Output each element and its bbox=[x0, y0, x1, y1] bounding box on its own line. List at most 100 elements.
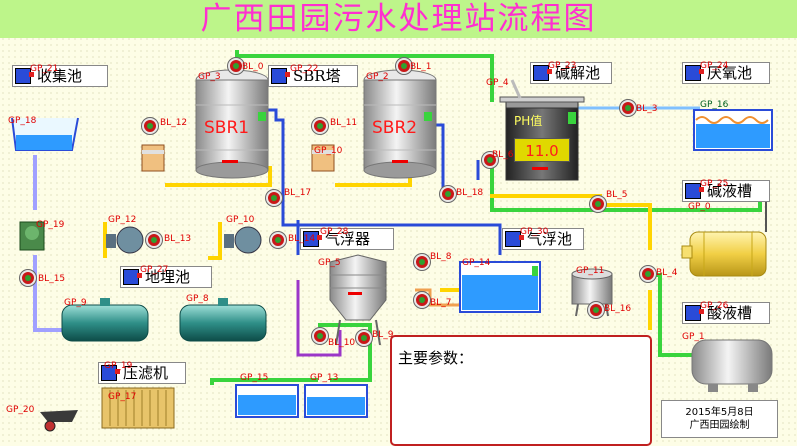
tag-gp1: GP_1 bbox=[682, 332, 705, 342]
tag-bl14: BL_14 bbox=[288, 234, 316, 244]
tag-gp30: GP_30 bbox=[520, 227, 549, 237]
anaerobic-tank bbox=[693, 109, 773, 151]
valve-bl4[interactable] bbox=[640, 266, 656, 282]
valve-bl12[interactable] bbox=[142, 118, 158, 134]
tag-gp22: GP_22 bbox=[290, 64, 319, 74]
tag-gp10b: GP_10 bbox=[226, 215, 255, 225]
sludge-tank-2 bbox=[304, 384, 368, 418]
tag-gp28: GP_28 bbox=[320, 227, 349, 237]
filter-1 bbox=[141, 144, 165, 172]
sludge-tank-1 bbox=[235, 384, 299, 418]
valve-bl10[interactable] bbox=[312, 328, 328, 344]
tag-bl18: BL_18 bbox=[456, 188, 484, 198]
valve-bl15[interactable] bbox=[20, 270, 36, 286]
sbr1-label: SBR1 bbox=[204, 118, 250, 138]
tag-bl6: BL_6 bbox=[492, 150, 514, 160]
valve-bl3[interactable] bbox=[620, 100, 636, 116]
tag-bl16: BL_16 bbox=[604, 304, 632, 314]
tag-bl1: BL_1 bbox=[410, 62, 432, 72]
valve-bl7[interactable] bbox=[414, 292, 430, 308]
tag-gp3: GP_3 bbox=[198, 72, 221, 82]
label-filter-press: 压滤机 bbox=[98, 362, 186, 384]
page-title: 广西田园污水处理站流程图 bbox=[200, 1, 597, 37]
tag-gp17: GP_17 bbox=[108, 392, 137, 402]
tag-bl5: BL_5 bbox=[606, 190, 628, 200]
valve-bl8[interactable] bbox=[414, 254, 430, 270]
filter-2 bbox=[311, 144, 335, 172]
tag-bl13: BL_13 bbox=[164, 234, 192, 244]
flotation-tank bbox=[459, 261, 541, 313]
tag-gp2: GP_2 bbox=[366, 72, 389, 82]
tag-bl7: BL_7 bbox=[430, 298, 452, 308]
tag-bl15: BL_15 bbox=[38, 274, 66, 284]
tag-bl17: BL_17 bbox=[284, 188, 312, 198]
footer-box: 2015年5月8日 广西田园绘制 bbox=[661, 400, 778, 438]
alkali-tank bbox=[681, 200, 767, 277]
wheelbarrow-icon bbox=[40, 410, 78, 432]
tag-gp12: GP_12 bbox=[108, 215, 137, 225]
tag-bl8: BL_8 bbox=[430, 252, 452, 262]
label-sbr-tower: SBR塔 bbox=[268, 65, 358, 87]
green-pipes bbox=[210, 50, 762, 385]
tag-gp20: GP_20 bbox=[6, 405, 35, 415]
parameters-title: 主要参数： bbox=[398, 349, 474, 367]
buried-tank-2 bbox=[179, 298, 267, 342]
label-collection-tank: 收集池 bbox=[12, 65, 108, 87]
ph-label: PH值 bbox=[514, 114, 543, 128]
label-anaerobic-tank: 厌氧池 bbox=[682, 62, 770, 84]
tag-gp26: GP_26 bbox=[700, 301, 729, 311]
tag-bl9: BL_9 bbox=[372, 330, 394, 340]
valve-bl18[interactable] bbox=[440, 186, 456, 202]
tag-gp5: GP_5 bbox=[318, 258, 341, 268]
tag-gp11: GP_11 bbox=[576, 266, 605, 276]
tag-gp0: GP_0 bbox=[688, 202, 711, 212]
tag-gp19: GP_19 bbox=[36, 220, 65, 230]
valve-bl13[interactable] bbox=[146, 232, 162, 248]
tag-gp19-press: GP_19 bbox=[104, 361, 133, 371]
pump-1 bbox=[106, 226, 144, 254]
collection-tank bbox=[11, 117, 79, 151]
title-bar bbox=[0, 0, 797, 38]
pump-3 bbox=[19, 221, 45, 251]
valve-bl11[interactable] bbox=[312, 118, 328, 134]
hydrolysis-tank bbox=[499, 79, 585, 181]
valve-bl1[interactable] bbox=[396, 58, 412, 74]
valve-bl9[interactable] bbox=[356, 330, 372, 346]
tag-gp18: GP_18 bbox=[8, 116, 37, 126]
tag-gp8: GP_8 bbox=[186, 294, 209, 304]
tag-gp9: GP_9 bbox=[64, 298, 87, 308]
footer-date: 2015年5月8日 bbox=[685, 407, 754, 418]
tag-gp16: GP_16 bbox=[700, 100, 729, 110]
parameters-panel: 主要参数： bbox=[390, 335, 652, 446]
tag-bl3: BL_3 bbox=[636, 104, 658, 114]
valve-bl16[interactable] bbox=[588, 302, 604, 318]
label-hydrolysis-tank: 碱解池 bbox=[530, 62, 612, 84]
sbr1-tower bbox=[195, 69, 269, 179]
label-alkali-tank: 碱液槽 bbox=[682, 180, 770, 202]
tag-gp10: GP_10 bbox=[314, 146, 343, 156]
valve-bl14[interactable] bbox=[270, 232, 286, 248]
tag-gp13: GP_13 bbox=[310, 373, 339, 383]
valve-bl5[interactable] bbox=[590, 196, 606, 212]
tag-gp14: GP_14 bbox=[462, 258, 491, 268]
tag-gp23: GP_23 bbox=[548, 61, 577, 71]
ph-value: 11.0 bbox=[514, 138, 570, 162]
dosing-tank bbox=[571, 268, 613, 317]
valve-bl6[interactable] bbox=[482, 152, 498, 168]
sbr2-tower bbox=[363, 69, 437, 179]
sbr2-label: SBR2 bbox=[372, 118, 418, 138]
tag-gp4: GP_4 bbox=[486, 78, 509, 88]
tag-bl12: BL_12 bbox=[160, 118, 188, 128]
tag-bl10: BL_10 bbox=[328, 338, 356, 348]
tag-bl0: BL_0 bbox=[242, 62, 264, 72]
footer-author: 广西田园绘制 bbox=[689, 420, 750, 431]
valve-bl17[interactable] bbox=[266, 190, 282, 206]
acid-tank bbox=[691, 339, 773, 392]
tag-gp21: GP_21 bbox=[30, 64, 59, 74]
filter-press bbox=[101, 387, 175, 429]
tag-gp27: GP_27 bbox=[140, 265, 169, 275]
valve-bl0[interactable] bbox=[228, 58, 244, 74]
buried-tank-1 bbox=[61, 298, 149, 342]
tag-bl11: BL_11 bbox=[330, 118, 358, 128]
